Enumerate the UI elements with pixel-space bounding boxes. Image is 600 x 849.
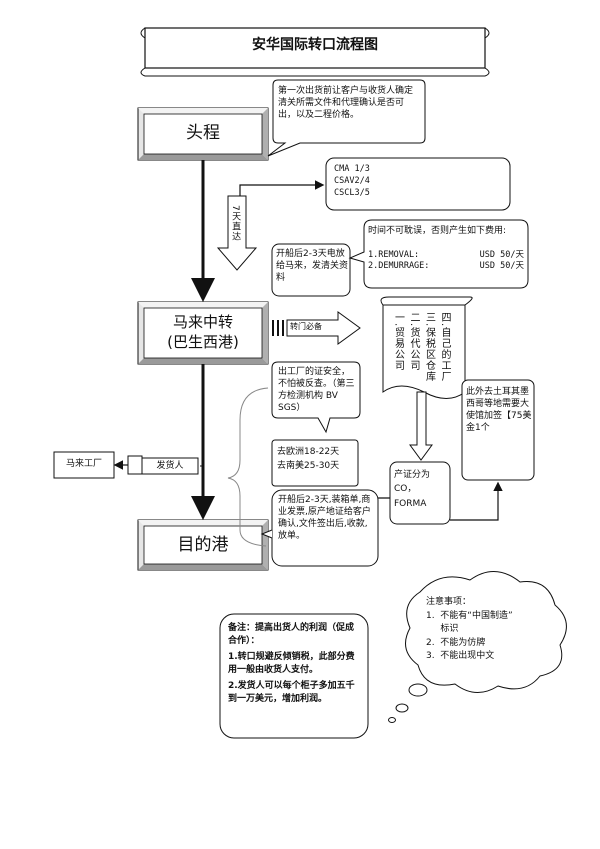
remarks-box [219,613,369,739]
fees-removal-label: 1.REMOVAL: [368,249,420,260]
bubble-timing-fees [348,219,529,289]
label-malaysia-factory: 马来工厂 [65,459,102,469]
page-title: 安华国际转口流程图 [252,37,378,53]
note-timing-fees: 时间不可耽误，否则产生如下费用: 1.REMOVAL: USD 50/天 2.D… [368,225,524,273]
bubble-pre-shipment [267,79,426,157]
note-transfer-docs: 四.自己的工厂 三.保税区仓库 二.货代公司 一.贸易公司 [392,312,451,383]
shipper-box [141,457,199,475]
remarks: 备注：提高出货人的利润（促成合作）： 1.转口规避反倾销税，此部分费用一般由收货… [228,622,362,706]
carriers-box [325,157,511,211]
fees-demurrage-value: USD 50/天 [479,261,524,272]
attention-header: 注意事项： [426,597,472,607]
fees-demurrage-label: 2.DEMURRAGE: [368,261,430,272]
stage-origin: 头程 [186,123,220,143]
label-shipper: 发货人 [156,461,184,471]
routes-box [271,439,359,487]
fees-removal-value: USD 50/天 [479,249,524,260]
remarks-item-2: 2.发货人可以每个柜子多加五千到一万美元，增加利润。 [228,681,355,704]
embassy-box [461,379,535,481]
stage-box-transit [137,301,269,365]
attention: 注意事项： 1. 不能有“中国制造” 标识 2. 不能为仿牌 3. 不能出现中文 [426,596,552,664]
note-carriers: CMA 1/3 CSAV2/4 CSCL3/5 [334,164,370,198]
fees-removal-row: 1.REMOVAL: USD 50/天 [368,250,524,262]
attention-item-3: 3. 不能出现中文 [426,651,495,661]
label-transfer-required: 转门必备 [290,322,322,331]
note-pre-shipment: 第一次出货前让客户与收货人确定清关所需文件和代理确认是否可出，以及二程价格。 [278,86,414,121]
stage-transit: 马来中转 (巴生西港) [167,313,239,352]
after-sailing-box [271,243,351,297]
note-embassy: 此外去土耳其墨西哥等地需要大使馆加签【75美金1个 [466,387,532,434]
stage-box-origin [137,107,269,161]
attention-item-1: 1. 不能有“中国制造” 标识 [426,610,513,635]
label-seven-days: 7天直达 [230,205,241,242]
remarks-header: 备注：提高出货人的利润（促成合作）： [228,623,355,646]
attention-cloud [388,571,567,723]
fees-intro: 时间不可耽误，否则产生如下费用: [368,226,507,236]
arrow-seven-days [216,195,258,271]
stage-destination: 目的港 [177,535,229,555]
note-certificate-types: 产证分为CO，FORMA [394,470,431,509]
malaysia-factory-box [53,451,115,479]
fees-demurrage-row: 2.DEMURRAGE: USD 50/天 [368,261,524,273]
transfer-docs-scroll [380,296,473,399]
note-factory-cert: 出工厂的证安全，不怕被反查。（第三方检测机构 BV SGS） [278,367,355,414]
arrow-transfer-required [272,311,361,345]
note-after-sailing: 开船后2-3天电放给马来，发清关资料 [276,249,349,284]
title-scroll [140,27,490,77]
remarks-item-1: 1.转口规避反倾销税，此部分费用一般由收货人支付。 [228,652,355,675]
note-post-sailing: 开船后2-3天,装箱单,商业发票,原产地证给客户确认,文件签出后,收款,放单。 [278,495,371,542]
bubble-post-sailing [271,489,379,567]
attention-item-2: 2. 不能为仿牌 [426,637,486,648]
certificate-types-box [389,461,451,525]
bubble-factory-cert [271,361,361,434]
note-routes: 去欧洲18-22天 去南美25-30天 [277,447,340,472]
stage-box-destination [137,519,269,571]
